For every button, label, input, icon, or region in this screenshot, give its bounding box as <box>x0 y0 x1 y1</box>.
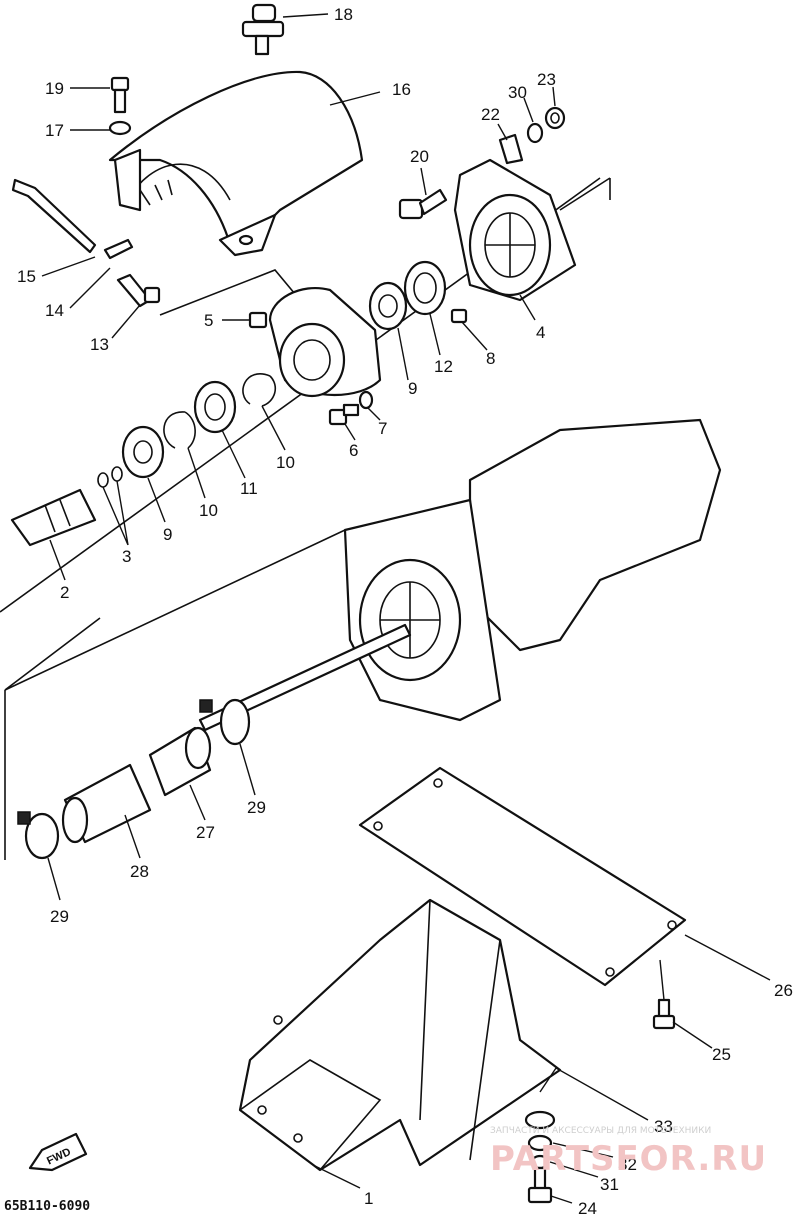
callout-29-left: 29 <box>50 907 69 926</box>
callout-15: 15 <box>17 267 36 286</box>
watermark: ЗАПЧАСТИ И АКСЕССУАРЫ ДЛЯ МОТОТЕХНИКИ PA… <box>490 1126 767 1179</box>
part-7-washer <box>358 390 374 410</box>
fwd-arrow: FWD <box>28 1132 88 1172</box>
part-33-washer <box>524 1110 556 1130</box>
group-outline-misc <box>4 177 611 691</box>
callout-12: 12 <box>434 357 453 376</box>
part-24-bolt <box>527 1166 553 1204</box>
callout-26: 26 <box>774 981 793 1000</box>
diagram-code: 65B110-6090 <box>4 1199 90 1214</box>
watermark-tagline: ЗАПЧАСТИ И АКСЕССУАРЫ ДЛЯ МОТОТЕХНИКИ <box>490 1126 711 1136</box>
callout-3: 3 <box>122 547 131 566</box>
watermark-logo: PARTSFOR.RU <box>490 1139 767 1179</box>
group-outline-bracket <box>159 269 301 316</box>
part-29-clamp-right <box>199 698 251 746</box>
part-27-coupler <box>148 726 212 797</box>
part-32-washer <box>527 1134 553 1152</box>
part-13-nipple <box>116 273 161 308</box>
part-29-clamp-left <box>17 811 60 860</box>
callout-8: 8 <box>486 349 495 368</box>
part-9-seal-upper <box>368 281 408 331</box>
callout-28: 28 <box>130 862 149 881</box>
callout-20: 20 <box>410 147 429 166</box>
callout-33: 33 <box>654 1117 673 1136</box>
callout-7: 7 <box>378 419 387 438</box>
part-23-nut <box>544 106 566 130</box>
part-3-o-rings <box>97 466 123 488</box>
callout-23: 23 <box>537 70 556 89</box>
callout-numbers: 18 19 16 17 23 30 22 20 15 14 13 5 4 8 1… <box>17 5 793 1217</box>
callout-2: 2 <box>60 583 69 602</box>
callout-14: 14 <box>45 301 64 320</box>
callout-1: 1 <box>364 1189 373 1208</box>
part-10-circlip-right <box>242 373 277 407</box>
part-6-bolt <box>328 403 360 426</box>
part-10-circlip-left <box>163 411 196 449</box>
callout-17: 17 <box>45 121 64 140</box>
callout-6: 6 <box>349 441 358 460</box>
part-8-pin <box>450 308 468 324</box>
leader-lines <box>41 13 771 1204</box>
callout-16: 16 <box>392 80 411 99</box>
part-22-lockwasher <box>498 133 524 165</box>
callout-32: 32 <box>618 1155 637 1174</box>
callout-22: 22 <box>481 105 500 124</box>
callout-13: 13 <box>90 335 109 354</box>
callout-9-upper: 9 <box>408 379 417 398</box>
part-15-rod <box>11 178 97 254</box>
part-4-bearing-housing <box>453 158 577 302</box>
part-30-washer <box>526 122 544 144</box>
callout-24: 24 <box>578 1199 597 1217</box>
group-outline-upper-left <box>4 529 346 691</box>
callout-10-left: 10 <box>199 501 218 520</box>
part-12-bearing <box>403 260 447 316</box>
callout-27: 27 <box>196 823 215 842</box>
callout-29-right: 29 <box>247 798 266 817</box>
callout-10-right: 10 <box>276 453 295 472</box>
part-11-bearing <box>193 380 237 434</box>
part-19-bolt <box>110 76 130 114</box>
part-2-drive-shaft <box>10 488 97 547</box>
part-16-cover <box>108 70 364 257</box>
part-9-seal-lower <box>121 425 165 479</box>
part-26-plate <box>358 766 687 987</box>
callout-5: 5 <box>204 311 213 330</box>
callout-9-lower: 9 <box>163 525 172 544</box>
callout-18: 18 <box>334 5 353 24</box>
pump-housing-assembly <box>198 418 722 732</box>
part-18-fitting <box>241 3 285 56</box>
part-5-bearing-holder <box>248 287 382 398</box>
callout-4: 4 <box>536 323 545 342</box>
part-17-washer <box>108 120 132 136</box>
callout-25: 25 <box>712 1045 731 1064</box>
part-25-bolt <box>652 998 676 1030</box>
callout-30: 30 <box>508 83 527 102</box>
part-20-bolt <box>398 188 448 220</box>
callout-11: 11 <box>240 479 258 498</box>
part-14-clip <box>103 238 134 260</box>
callout-19: 19 <box>45 79 64 98</box>
part-28-hose <box>61 763 152 844</box>
callout-31: 31 <box>600 1175 619 1194</box>
